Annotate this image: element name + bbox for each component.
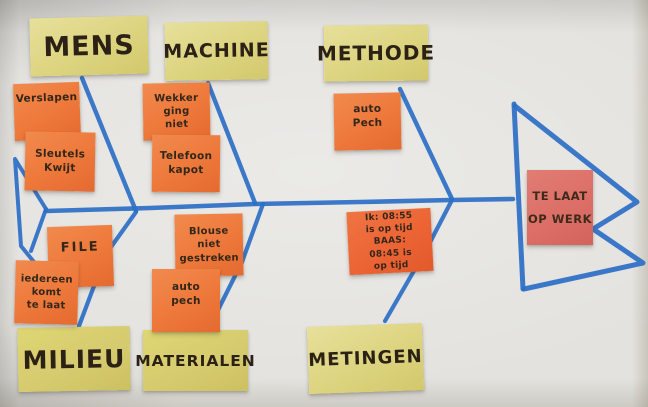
cause-note-blouse-niet-gestreken: Blouse niet gestreken [174, 213, 244, 277]
category-note-milieu: MILIEU [17, 326, 131, 392]
cause-note-sleutels-kwijt: Sleutels Kwijt [24, 131, 96, 192]
cause-text: Ik: 08:55 is op tijd BAAS: 08:45 is op t… [364, 210, 414, 272]
cause-text: Telefoon kapot [159, 149, 213, 176]
cause-note-wekker-ging-niet: Wekker ging niet [142, 82, 211, 141]
category-note-metingen: METINGEN [306, 323, 425, 394]
cause-text: auto Pech [352, 102, 383, 130]
effect-text: TE LAAT OP WERK [527, 188, 592, 226]
cause-note-auto-pech-methode: auto Pech [333, 92, 402, 151]
bone-methode [397, 86, 455, 202]
tail-line-lower [29, 207, 48, 253]
category-label-metingen: METINGEN [307, 346, 424, 371]
cause-note-auto-pech-materialen: auto pech [152, 269, 220, 332]
effect-note-te-laat-op-werk: TE LAAT OP WERK [527, 170, 593, 245]
bone-machine [205, 80, 258, 206]
head-outline [512, 103, 646, 292]
category-label-mens: MENS [42, 29, 136, 63]
cause-text: FILE [60, 239, 100, 256]
cause-text: iedereen komt te laat [20, 273, 74, 312]
cause-note-iedereen-komt-te-laat: iedereen komt te laat [14, 260, 79, 325]
cause-text: Blouse niet gestreken [179, 225, 240, 265]
spine-line [43, 196, 516, 214]
cause-text: Verslapen [15, 90, 78, 106]
category-note-methode: METHODE [317, 24, 435, 82]
cause-note-tijden-metingen: Ik: 08:55 is op tijd BAAS: 08:45 is op t… [346, 207, 434, 276]
category-label-machine: MACHINE [163, 39, 270, 63]
category-label-methode: METHODE [316, 40, 436, 66]
cause-text: Sleutels Kwijt [34, 147, 86, 174]
cause-note-telefoon-kapot: Telefoon kapot [151, 134, 221, 193]
cause-text: Wekker ging niet [154, 92, 199, 131]
category-note-machine: MACHINE [163, 21, 270, 81]
cause-text: auto pech [171, 281, 201, 307]
category-note-mens: MENS [29, 15, 149, 77]
category-label-materialen: MATERIALEN [135, 351, 256, 370]
bone-mens [79, 75, 139, 214]
category-note-materialen: MATERIALEN [135, 330, 255, 391]
head-left-edge [511, 101, 526, 292]
category-label-milieu: MILIEU [22, 343, 126, 375]
